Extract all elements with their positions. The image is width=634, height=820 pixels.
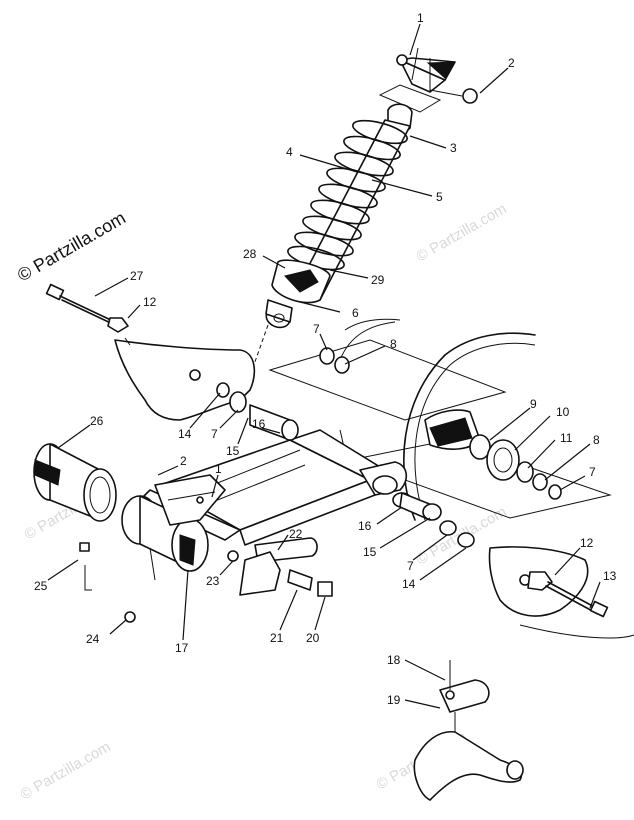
right-spacers [392,492,475,548]
left-side-plate [114,337,256,421]
center-hub [121,474,226,572]
callout-3: 3 [450,141,457,155]
callout-7-left: 7 [211,427,218,441]
callout-6: 6 [352,306,359,320]
lower-bolt [287,569,333,597]
callout-29: 29 [371,273,385,287]
callout-14-left: 14 [178,427,192,441]
callout-23: 23 [206,574,220,588]
callout-7-lower: 7 [407,559,414,573]
lower-detail [413,660,524,801]
callout-12-right: 12 [580,536,594,550]
callout-2-lower: 2 [180,454,187,468]
callout-13: 13 [603,569,617,583]
right-side-plate [488,546,609,618]
callout-labels: 1 2 3 4 5 28 29 6 27 12 7 8 9 10 11 8 7 … [34,11,617,707]
callout-7-right: 7 [589,465,596,479]
callout-16-left: 16 [252,417,266,431]
assembly-planes [268,339,612,519]
callout-27: 27 [130,269,144,283]
watermark-main: © Partzilla.com [14,207,129,285]
shock-top-mount [396,47,478,104]
callout-11: 11 [560,431,573,445]
callout-5: 5 [436,190,443,204]
callout-21: 21 [270,631,284,645]
callout-17: 17 [175,641,189,655]
callout-18: 18 [387,653,401,667]
small-fasteners [79,542,239,623]
callout-2: 2 [508,56,515,70]
callout-22: 22 [289,527,303,541]
left-bolt [45,283,129,333]
callout-12-left: 12 [143,295,157,309]
callout-24: 24 [86,632,100,646]
shock-spring [287,119,408,271]
callout-4: 4 [286,145,293,159]
callout-15-right: 15 [363,545,377,559]
callout-9: 9 [530,397,537,411]
watermark-faint-4: © Partzilla.com [18,738,114,803]
callout-7-upper: 7 [313,322,320,336]
callout-19: 19 [387,693,401,707]
callout-14-right: 14 [402,577,416,591]
pivot-rod [239,537,318,596]
pivot-tube [33,443,117,522]
callout-8-upper: 8 [390,337,397,351]
callout-15-left: 15 [226,444,240,458]
shock-absorber [265,103,413,329]
callout-25: 25 [34,579,48,593]
callout-1: 1 [417,11,424,25]
callout-16-right: 16 [358,519,372,533]
leader-lines [47,23,601,709]
callout-8-right: 8 [593,433,600,447]
callout-20: 20 [306,631,320,645]
callout-10: 10 [556,405,570,419]
callout-26: 26 [90,414,104,428]
watermark-faint-1: © Partzilla.com [414,200,510,265]
idler-wheel [319,347,562,500]
callout-1-lower: 1 [215,462,222,476]
callout-28: 28 [243,247,257,261]
left-spacers [216,382,299,441]
